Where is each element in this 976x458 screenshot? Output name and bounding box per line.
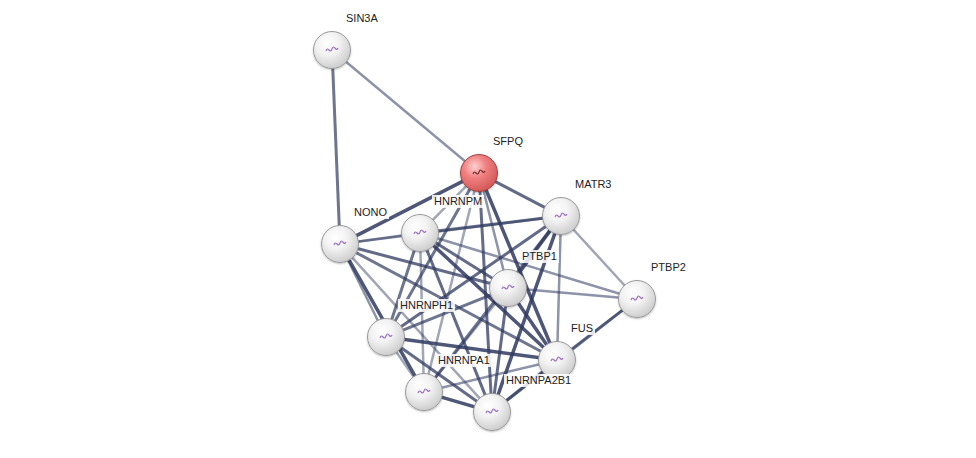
structure-icon — [552, 207, 570, 225]
interaction-edge — [333, 69, 339, 225]
protein-node: HNRNPH1 — [367, 318, 405, 356]
protein-node: NONO — [321, 225, 359, 263]
node-label: HNRNPH1 — [398, 299, 455, 312]
interaction-edge — [496, 182, 544, 207]
interaction-edge — [574, 230, 624, 285]
protein-node: HNRNPM — [401, 214, 439, 252]
protein-node: HNRNPA2B1 — [473, 393, 511, 431]
node-label: PTBP2 — [649, 261, 688, 274]
protein-node: PTBP2 — [618, 280, 656, 318]
structure-icon — [548, 351, 566, 369]
node-label: MATR3 — [573, 178, 613, 191]
interaction-edge — [438, 239, 619, 294]
protein-node: PTBP1 — [489, 269, 527, 307]
node-label: FUS — [569, 322, 595, 335]
structure-icon — [377, 328, 395, 346]
node-label: HNRNPA1 — [436, 354, 492, 367]
interaction-edge — [359, 236, 401, 242]
interaction-edge — [486, 191, 549, 343]
interaction-edge — [420, 252, 423, 373]
structure-icon — [499, 279, 517, 297]
node-label: HNRNPA2B1 — [504, 374, 573, 387]
structure-icon — [415, 383, 433, 401]
node-label: HNRNPM — [432, 195, 484, 208]
structure-icon — [483, 403, 501, 421]
node-label: PTBP1 — [520, 250, 559, 263]
interaction-edge — [442, 397, 474, 406]
structure-icon — [331, 235, 349, 253]
interaction-edge — [519, 304, 547, 345]
interaction-edge — [439, 218, 542, 230]
protein-node: MATR3 — [542, 197, 580, 235]
structure-icon — [470, 164, 488, 182]
node-label: SFPQ — [491, 135, 525, 148]
interaction-edge — [347, 62, 465, 161]
protein-node: SFPQ — [460, 154, 498, 192]
structure-icon — [411, 224, 429, 242]
structure-icon — [323, 41, 341, 59]
interaction-edge — [527, 290, 618, 298]
node-label: SIN3A — [344, 12, 380, 25]
interaction-edge — [436, 303, 496, 377]
node-label: NONO — [352, 206, 389, 219]
protein-node: SIN3A — [313, 31, 351, 69]
interaction-edge — [359, 218, 542, 241]
protein-node: HNRNPA1 — [405, 373, 443, 411]
structure-icon — [628, 290, 646, 308]
